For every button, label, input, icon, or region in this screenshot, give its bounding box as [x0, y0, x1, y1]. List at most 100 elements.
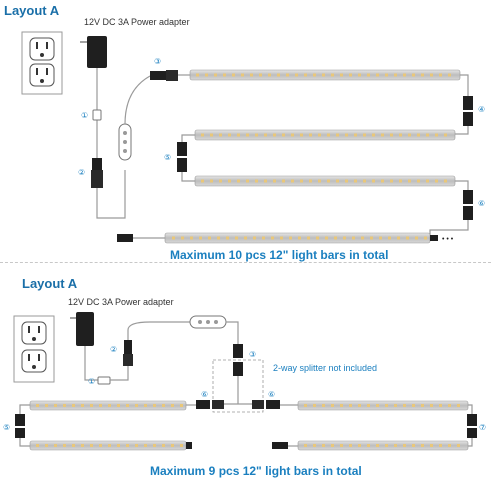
led-dot [153, 444, 156, 447]
led-dot [367, 73, 370, 77]
led-dot [381, 133, 384, 137]
led-dot [435, 133, 438, 137]
led-dot [298, 236, 301, 240]
led-dot [397, 236, 400, 240]
led-dot [291, 179, 294, 183]
caption-top: Maximum 10 pcs 12" light bars in total [170, 248, 389, 262]
led-dot [408, 133, 411, 137]
led-dot [379, 236, 382, 240]
led-dot [237, 133, 240, 137]
led-dot [273, 179, 276, 183]
marker-b7: ⑦ [479, 423, 486, 432]
led-dot [246, 133, 249, 137]
led-dot [358, 404, 361, 407]
led-dot [282, 133, 285, 137]
led-dot [448, 444, 451, 447]
led-dot [430, 404, 433, 407]
led-dot [304, 404, 307, 407]
led-dot [90, 444, 93, 447]
led-dot [36, 444, 39, 447]
marker-b5: ⑤ [3, 423, 10, 432]
led-dot [334, 236, 337, 240]
led-dot [196, 73, 199, 77]
led-dot [345, 133, 348, 137]
led-dot [426, 133, 429, 137]
led-dot [331, 404, 334, 407]
led-dot [370, 236, 373, 240]
led-dot [172, 236, 175, 240]
led-dot [363, 179, 366, 183]
adapter-label-top: 12V DC 3A Power adapter [84, 17, 190, 27]
marker-1: ① [81, 111, 88, 120]
led-dot [210, 133, 213, 137]
led-dot [412, 404, 415, 407]
led-dot [318, 133, 321, 137]
led-dot [313, 444, 316, 447]
led-dot [318, 179, 321, 183]
led-dot [228, 179, 231, 183]
led-dot [349, 73, 352, 77]
led-dot [108, 444, 111, 447]
led-dot [412, 73, 415, 77]
led-dot [421, 73, 424, 77]
led-dot [90, 404, 93, 407]
led-dot [219, 179, 222, 183]
led-dot [322, 444, 325, 447]
marker-b3: ③ [249, 350, 256, 359]
led-dot [300, 133, 303, 137]
led-dot [81, 404, 84, 407]
led-dot [117, 404, 120, 407]
led-dot [444, 133, 447, 137]
led-dot [448, 404, 451, 407]
led-dot [153, 404, 156, 407]
led-dot [354, 133, 357, 137]
led-dot [358, 73, 361, 77]
led-dot [417, 133, 420, 137]
led-dot [262, 236, 265, 240]
bottom-panel: ① ② ③ ⑥ ⑥ ⑤ ⑦ [3, 312, 486, 451]
led-dot [135, 444, 138, 447]
led-dot [327, 133, 330, 137]
led-dot [63, 444, 66, 447]
top-panel: ① ② ③ ④ ⑤ ⑥ • • • [21, 31, 485, 244]
led-dot [343, 236, 346, 240]
led-dot [264, 179, 267, 183]
led-dot [426, 179, 429, 183]
led-dot [394, 404, 397, 407]
led-dot [336, 133, 339, 137]
led-dot [417, 179, 420, 183]
led-dot [439, 73, 442, 77]
led-dot [282, 179, 285, 183]
led-dot [430, 444, 433, 447]
led-dot [394, 73, 397, 77]
wall-outlet-bottom [13, 315, 55, 383]
led-dot [304, 444, 307, 447]
power-adapter-top [80, 36, 107, 68]
led-dot [421, 404, 424, 407]
led-dot [372, 133, 375, 137]
led-dot [361, 236, 364, 240]
led-dot [126, 404, 129, 407]
led-dot [340, 444, 343, 447]
led-dot [390, 179, 393, 183]
led-dot [226, 236, 229, 240]
led-dot [210, 179, 213, 183]
led-dot [313, 404, 316, 407]
layout-title-bottom: Layout A [22, 276, 78, 291]
led-dot [223, 73, 226, 77]
layout-title-top: Layout A [4, 3, 60, 18]
led-dot [444, 179, 447, 183]
led-dot [390, 133, 393, 137]
panel-divider [0, 262, 491, 263]
led-dot [54, 444, 57, 447]
led-dot [421, 444, 424, 447]
led-dot [205, 73, 208, 77]
led-dot [201, 133, 204, 137]
led-dot [309, 133, 312, 137]
led-dot [63, 404, 66, 407]
led-dot [439, 444, 442, 447]
led-dot [340, 404, 343, 407]
led-dot [435, 179, 438, 183]
led-dot [235, 236, 238, 240]
